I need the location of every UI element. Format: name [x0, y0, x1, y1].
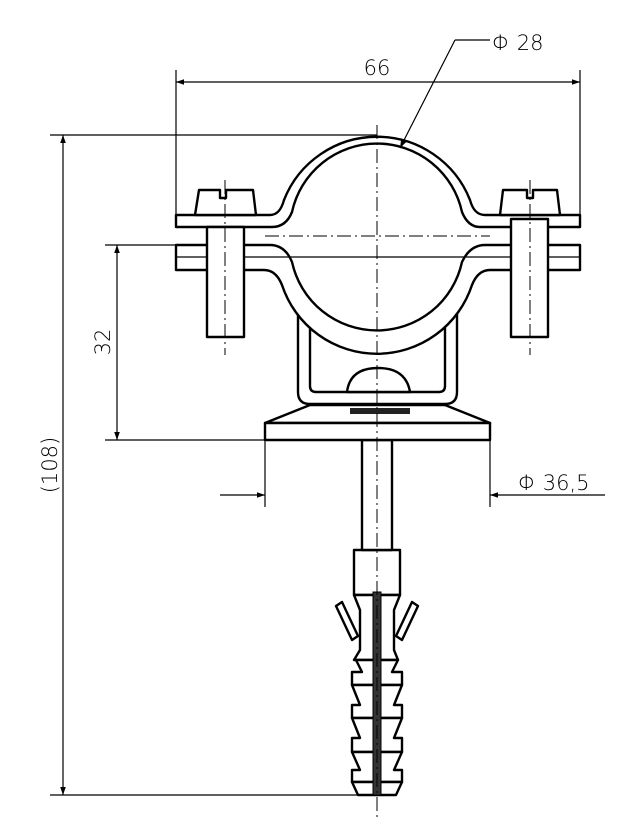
dimension-pipe-diameter: Φ 28 — [399, 31, 543, 149]
pipe-diameter-label: Φ 28 — [492, 31, 543, 55]
overall-height-label: (108) — [38, 437, 62, 493]
dimension-base-diameter: Φ 36,5 — [220, 440, 605, 507]
dimension-clamp-height: 32 — [91, 244, 265, 441]
clamp-height-label: 32 — [91, 329, 115, 356]
base-diameter-label: Φ 36,5 — [518, 471, 590, 495]
lower-clamp-half — [174, 243, 582, 355]
dimension-overall-height: (108) — [38, 134, 377, 796]
dimension-width: 66 — [175, 56, 581, 215]
center-lines — [224, 125, 531, 820]
dimension-width-label: 66 — [364, 56, 391, 80]
